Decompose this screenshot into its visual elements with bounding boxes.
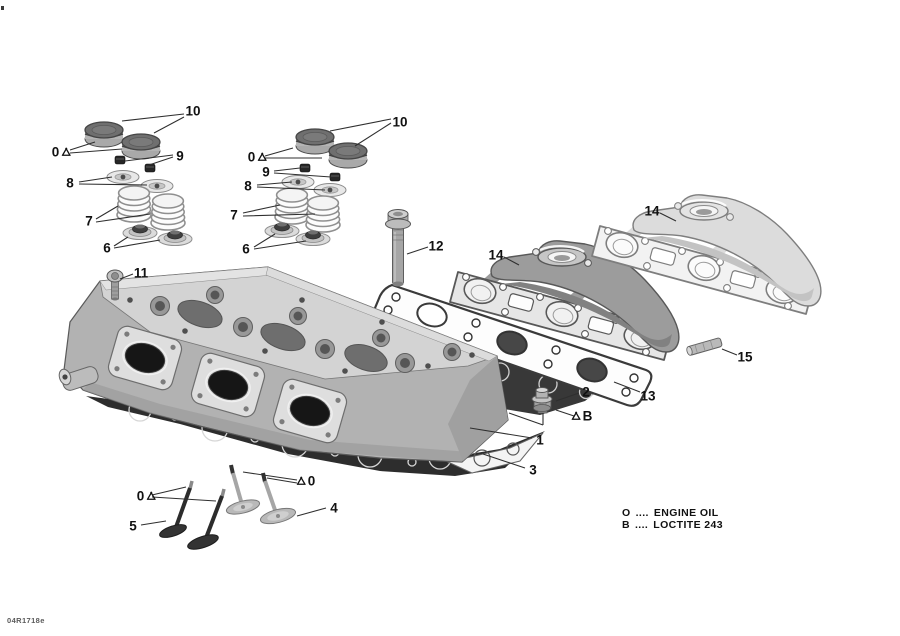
callout-11: 11 [133,265,149,281]
callout-7-left: 7 [85,213,93,229]
valve-tappet [295,128,335,155]
callout-13: 13 [640,388,656,404]
page-corner-mark [1,6,4,10]
callout-10-right: 10 [392,114,408,130]
callout-9-right: 9 [262,164,270,180]
callout-oil-intake-valves: 0 [296,474,315,488]
valve-spring [274,187,310,225]
callout-8-right: 8 [244,178,252,194]
document-code: 04R1718e [7,616,45,625]
exhaust-manifold-gasket [373,283,653,407]
callout-6-left: 6 [103,240,111,256]
callout-14-left: 14 [488,247,504,263]
oil-symbol-icon [146,491,156,501]
legend-label: LOCTITE 243 [653,518,724,531]
valve-tappet [121,133,161,160]
cylinder-head-bolt [385,209,411,287]
intake-valves [225,464,297,525]
callout-oil-left-tappets: 0 [52,145,71,159]
valve-cotter [299,163,311,173]
callout-2: 2 [582,384,590,400]
valve-spring [150,193,186,231]
oil-symbol-icon [61,147,71,157]
legend-loctite: B .... LOCTITE 243 [622,518,724,532]
callout-1: 1 [536,432,544,448]
valve-train-group-right [264,128,368,246]
callout-4: 4 [330,500,338,516]
legend-dots: .... [634,518,649,531]
camshaft-boss [58,366,99,391]
oil-gallery-plug [531,387,553,414]
callout-oil-right-tappets: 0 [248,150,267,164]
cylinder-head [58,266,509,463]
legend-engine-oil: O .... ENGINE OIL [622,507,723,520]
valve-seal [157,230,193,246]
callout-oil-exhaust-valves: 0 [137,489,156,503]
callout-12: 12 [428,238,444,254]
manifold-stud [686,337,723,356]
oil-symbol-icon [296,476,306,486]
callout-loctite: B [571,409,592,423]
legend-symbol: O [622,507,631,519]
callout-8-left: 8 [66,175,74,191]
callout-10-left: 10 [185,103,201,119]
legend-symbol: B [622,518,630,531]
valve-tappet [328,142,368,169]
bolt-m6 [106,269,124,301]
valve-cotter [114,155,126,165]
callout-5: 5 [129,518,137,534]
legend: O .... ENGINE OIL B .... LOCTITE 243 [622,507,724,532]
legend-label: ENGINE OIL [653,507,719,519]
legend-dots: .... [635,507,649,519]
exhaust-port-flanges [107,325,348,444]
callout-6-right: 6 [242,241,250,257]
callout-14-right: 14 [644,203,660,219]
callout-9-left: 9 [176,148,184,164]
callout-7-right: 7 [230,207,238,223]
callout-3: 3 [529,462,537,478]
callout-15: 15 [737,349,753,365]
oil-symbol-icon [257,152,267,162]
valve-train-group-left [84,121,193,246]
valve-cotter [329,172,341,182]
leader-lines [69,113,738,526]
loctite-symbol-icon [571,411,581,421]
exhaust-valves [159,480,226,550]
